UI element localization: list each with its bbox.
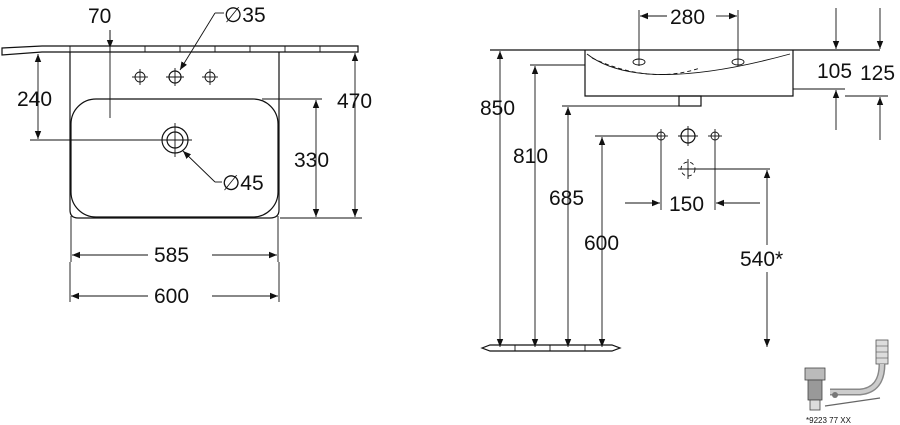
- dim-overall-depth: 470: [280, 53, 372, 219]
- dim-supply-spacing: 150: [625, 193, 760, 216]
- dim-overall-width-label: 600: [154, 285, 189, 308]
- dim-total-rim-height: 125: [845, 8, 895, 140]
- dim-waste-height-label: 540*: [740, 248, 783, 271]
- dim-tap-hole-diameter: ∅35: [179, 4, 266, 71]
- dim-overall-height-label: 850: [480, 97, 515, 120]
- dim-min-height: 600: [584, 135, 660, 347]
- floor-line: [480, 344, 622, 352]
- dim-tap-hole-depth: 240: [17, 54, 162, 141]
- dim-rim-height-label: 105: [817, 60, 852, 83]
- wall-strip: [1, 45, 359, 56]
- bowl-outline: [70, 98, 279, 218]
- dim-hole-spacing: 280: [640, 6, 737, 29]
- dim-min-height-label: 600: [584, 232, 619, 255]
- top-view: 70 ∅35 240 470 330: [1, 4, 372, 308]
- drain-stub: [678, 95, 702, 107]
- dim-total-rim-height-label: 125: [860, 62, 895, 85]
- dim-tap-hole-diameter-label: ∅35: [224, 4, 266, 27]
- dim-drain-diameter-label: ∅45: [222, 172, 264, 195]
- dim-overall-width: 600: [69, 262, 280, 308]
- dim-tap-hole-offset: 70: [88, 5, 114, 118]
- dim-bowl-depth: 330: [262, 98, 329, 217]
- basin-outline: [69, 52, 280, 219]
- dim-supply-height: 685: [549, 105, 690, 347]
- waste-fitting-caption: *9223 77 XX: [806, 416, 852, 425]
- dim-rim-height: 105: [793, 8, 852, 130]
- dim-drain-height: 810: [513, 64, 585, 347]
- side-view: 280 105 125 850: [480, 6, 895, 352]
- dim-tap-hole-depth-label: 240: [17, 88, 52, 111]
- dim-bowl-depth-label: 330: [294, 149, 329, 172]
- dim-bowl-width-label: 585: [154, 244, 189, 267]
- dim-hole-spacing-label: 280: [670, 6, 705, 29]
- dim-overall-depth-label: 470: [337, 90, 372, 113]
- dim-drain-diameter: ∅45: [182, 150, 264, 195]
- dim-overall-height: 850: [480, 51, 515, 347]
- dim-tap-hole-offset-label: 70: [88, 5, 111, 28]
- dim-supply-height-label: 685: [549, 187, 584, 210]
- waste-fitting-illustration: *9223 77 XX: [804, 339, 889, 425]
- supply-connections: [654, 126, 770, 210]
- dim-bowl-width: 585: [70, 216, 279, 267]
- dim-supply-spacing-label: 150: [669, 193, 704, 216]
- dim-waste-height: 540*: [740, 170, 783, 347]
- dim-drain-height-label: 810: [513, 145, 548, 168]
- drain-outlet: [158, 123, 192, 157]
- tap-holes: [132, 68, 218, 86]
